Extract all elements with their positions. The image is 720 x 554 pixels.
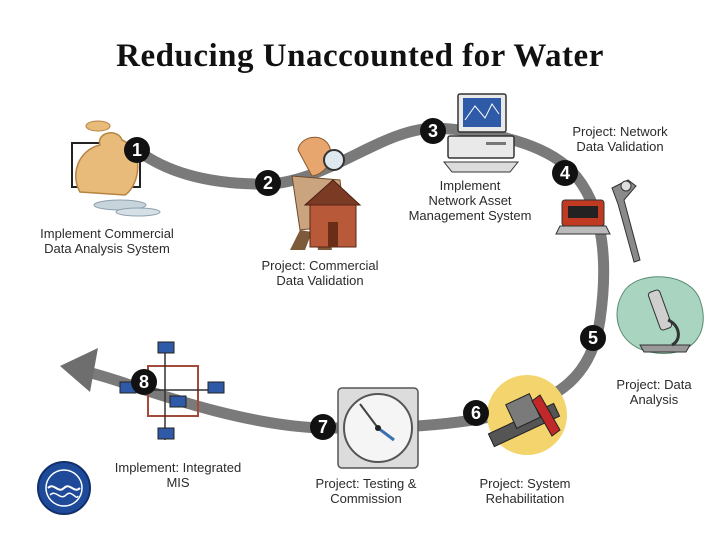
microscope-icon <box>616 276 704 354</box>
computer-icon <box>442 93 520 173</box>
step-label-2: Project: Commercial Data Validation <box>261 258 379 288</box>
step-label-1: Implement Commercial Data Analysis Syste… <box>40 226 174 256</box>
arrowhead-icon <box>60 348 98 392</box>
step-label-4: Project: Network Data Validation <box>572 124 668 154</box>
step-label-8: Implement: Integrated MIS <box>114 460 242 490</box>
step-label-6: Project: System Rehabilitation <box>479 476 571 506</box>
step-badge-7: 7 <box>310 414 336 440</box>
survey-equipment-icon <box>555 179 641 263</box>
inspector-house-icon <box>290 136 362 250</box>
step-badge-2: 2 <box>255 170 281 196</box>
step-badge-1: 1 <box>124 137 150 163</box>
step-badge-8: 8 <box>131 369 157 395</box>
step-badge-4: 4 <box>552 160 578 186</box>
network-icon <box>119 341 225 440</box>
page-title: Reducing Unaccounted for Water <box>116 38 604 74</box>
gauge-icon <box>337 387 419 469</box>
money-bag-icon <box>71 120 161 217</box>
step-badge-5: 5 <box>580 325 606 351</box>
step-label-5: Project: Data Analysis <box>616 377 692 407</box>
organization-logo <box>37 461 91 515</box>
step-badge-3: 3 <box>420 118 446 144</box>
step-badge-6: 6 <box>463 400 489 426</box>
step-label-7: Project: Testing & Commission <box>315 476 417 506</box>
pipe-wrench-icon <box>487 375 567 455</box>
step-label-3: Implement Network Asset Management Syste… <box>408 178 532 223</box>
